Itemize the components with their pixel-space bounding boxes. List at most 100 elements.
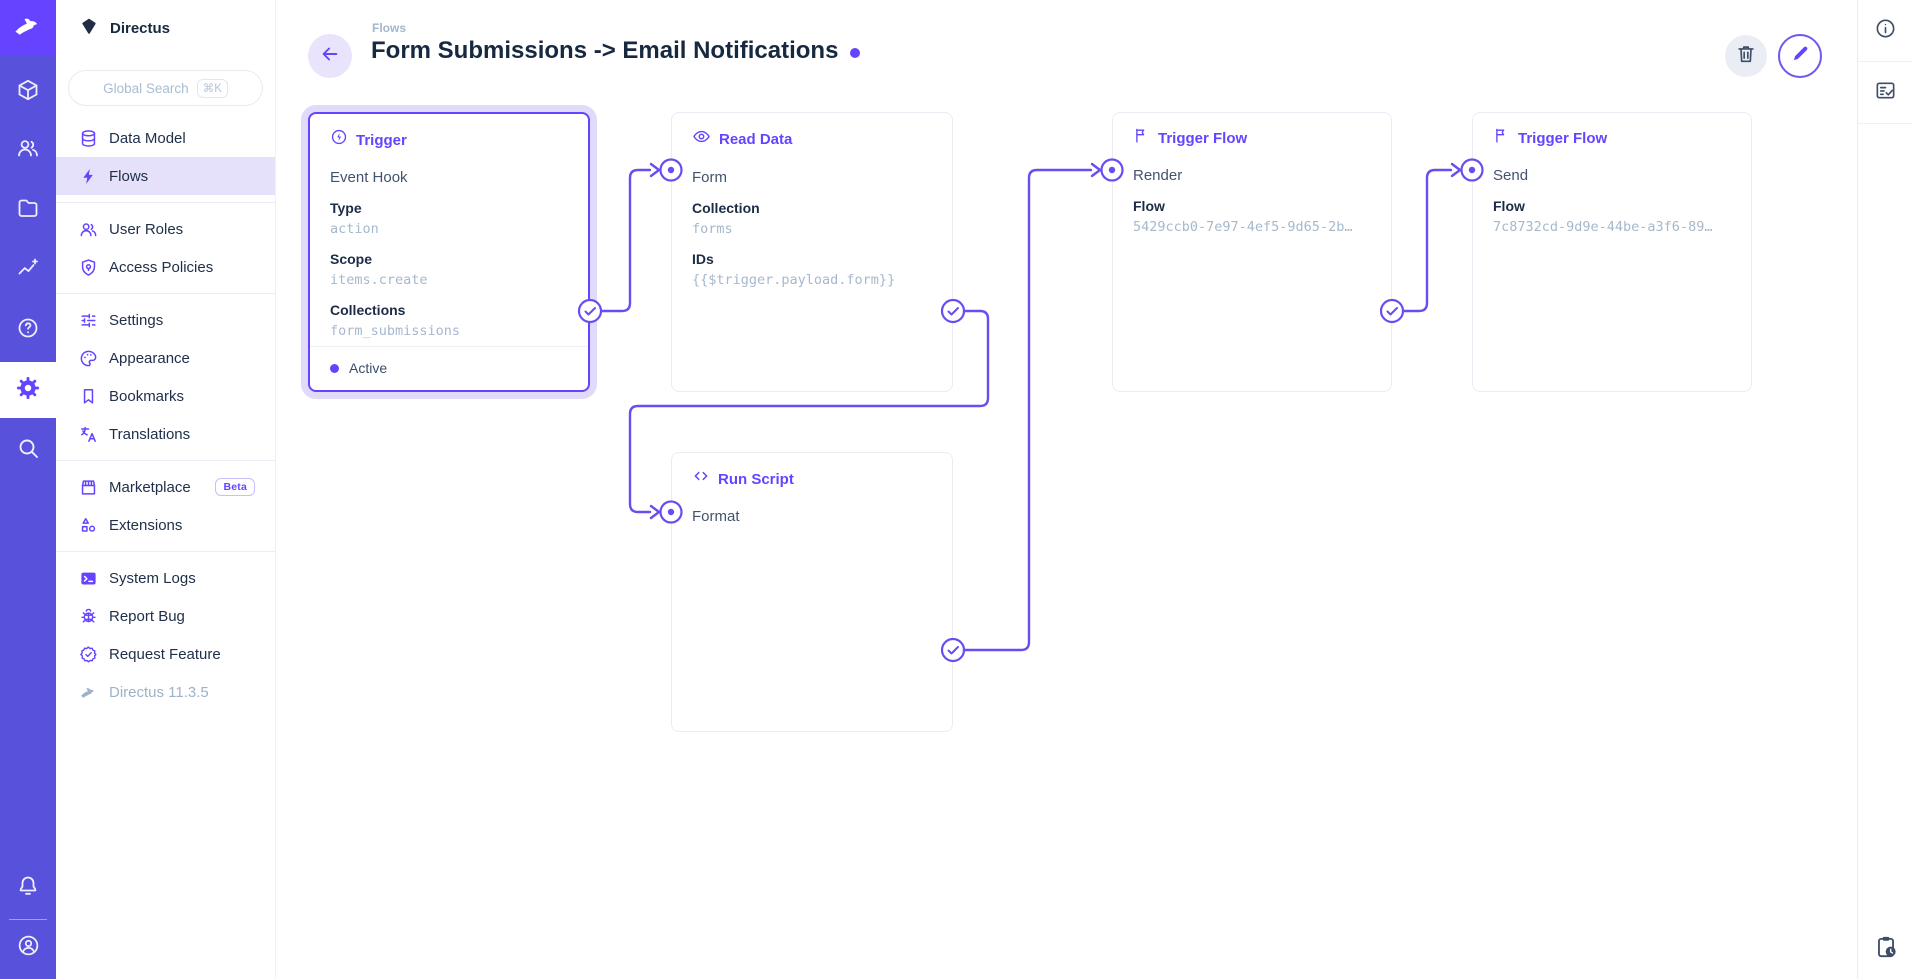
flow-panel-trigger-flow-render[interactable]: Trigger Flow Render Flow 5429ccb0-7e97-4… [1112,112,1392,392]
activity-log-button[interactable] [1858,934,1913,965]
sidebar-item-label: Marketplace [109,478,191,496]
sidebar-item-version[interactable]: Directus 11.3.5 [56,673,275,711]
list-check-icon [1874,79,1897,107]
flow-panel-run-script[interactable]: Run Script Format [671,452,953,732]
box-icon [16,78,40,107]
page-title-text: Form Submissions -> Email Notifications [371,37,839,64]
sidebar-divider [56,293,275,294]
panel-title: Read Data [692,127,932,153]
panel-field: Collection forms [692,198,932,240]
sidebar-item-label: Directus 11.3.5 [109,683,209,701]
sidebar-item-system-logs[interactable]: System Logs [56,559,275,597]
search-icon [16,436,40,465]
flow-canvas-area: Flows Form Submissions -> Email Notifica… [276,0,1857,979]
field-label: Flow [1493,198,1525,214]
delete-flow-button[interactable] [1725,35,1767,77]
info-icon [1874,17,1897,45]
field-value: {{$trigger.payload.form}} [692,272,896,288]
rabbit-icon [79,683,98,702]
user-circle-icon [16,933,41,963]
field-label: Scope [330,251,373,267]
directus-logo-button[interactable] [0,0,56,56]
trash-icon [1735,43,1757,70]
panel-field: Type action [330,198,568,240]
user-roles-icon [79,220,98,239]
module-content[interactable] [0,64,56,120]
sidebar-section-logs[interactable] [1858,62,1913,124]
module-users[interactable] [0,122,56,178]
sidebar-divider [56,460,275,461]
connection-render-to-send [1390,168,1453,313]
bolt-circle-icon [330,128,348,153]
module-search[interactable] [0,422,56,478]
sidebar-item-appearance[interactable]: Appearance [56,339,275,377]
status-label: Active [349,360,388,376]
edit-flow-button[interactable] [1778,34,1822,78]
flow-panel-trigger[interactable]: Trigger Event Hook Type action Scope ite… [308,112,590,392]
panel-subtitle: Event Hook [330,169,408,186]
sidebar-item-settings[interactable]: Settings [56,301,275,339]
panel-title-text: Trigger Flow [1158,130,1248,147]
operation-name: Send [1493,167,1529,184]
header-actions [1725,34,1822,78]
eye-icon [692,127,711,153]
field-label: Type [330,200,362,216]
project-switcher[interactable]: Directus [56,0,275,56]
sidebar-item-extensions[interactable]: Extensions [56,506,275,544]
sidebar-item-label: Request Feature [109,645,221,663]
notifications-button[interactable] [0,860,56,916]
field-value: items.create [330,272,428,288]
sidebar-item-request-feature[interactable]: Request Feature [56,635,275,673]
navigation-sidebar: Directus Global Search ⌘K Data Model Flo… [56,0,276,979]
field-value: forms [692,221,733,237]
sidebar-item-report-bug[interactable]: Report Bug [56,597,275,635]
connection-arrow-icon [649,162,661,178]
panel-field: Collections form_submissions [330,300,568,342]
panel-title-text: Trigger [356,131,407,149]
module-files[interactable] [0,182,56,238]
search-shortcut-chip: ⌘K [196,78,228,98]
operation-name: Form [692,169,727,186]
field-label: Collection [692,200,760,216]
sidebar-item-flows[interactable]: Flows [56,157,275,195]
user-menu-button[interactable] [0,920,56,976]
sidebar-item-marketplace[interactable]: Marketplace Beta [56,468,275,506]
panel-title-text: Read Data [719,131,793,148]
module-insights[interactable] [0,242,56,298]
sidebar-item-label: Access Policies [109,258,214,276]
field-value: 7c8732cd-9d9e-44be-a3f6-89… [1493,219,1713,235]
panel-title-text: Trigger Flow [1518,130,1608,147]
bolt-icon [79,167,98,186]
module-bar [0,0,56,979]
module-bar-divider [9,919,47,920]
sidebar-section-information[interactable] [1858,0,1913,62]
module-help[interactable] [0,302,56,358]
global-search-placeholder: Global Search [103,80,189,96]
sidebar-item-user-roles[interactable]: User Roles [56,210,275,248]
sidebar-item-label: Flows [109,167,149,185]
sidebar-item-label: Settings [109,311,164,329]
operation-name: Format [692,508,740,525]
connection-arrow-icon [649,504,661,520]
translate-icon [79,425,98,444]
pencil-icon [1790,43,1811,69]
bookmark-icon [79,387,98,406]
sidebar-item-translations[interactable]: Translations [56,415,275,453]
insights-icon [16,256,40,285]
database-icon [79,129,98,148]
sidebar-item-bookmarks[interactable]: Bookmarks [56,377,275,415]
sidebar-item-access-policies[interactable]: Access Policies [56,248,275,286]
breadcrumb[interactable]: Flows [372,21,407,35]
panel-title-text: Run Script [718,470,794,488]
terminal-icon [79,569,98,588]
module-settings[interactable] [0,362,56,418]
flow-panel-trigger-flow-send[interactable]: Trigger Flow Send Flow 7c8732cd-9d9e-44b… [1472,112,1752,392]
sidebar-item-label: Report Bug [109,607,185,625]
global-search-input[interactable]: Global Search ⌘K [68,70,263,106]
sidebar-item-data-model[interactable]: Data Model [56,119,275,157]
sidebar-item-label: Extensions [109,516,183,534]
back-button[interactable] [308,34,352,78]
bell-icon [16,874,40,903]
flow-panel-read-data[interactable]: Read Data Form Collection forms IDs {{$t… [671,112,953,392]
